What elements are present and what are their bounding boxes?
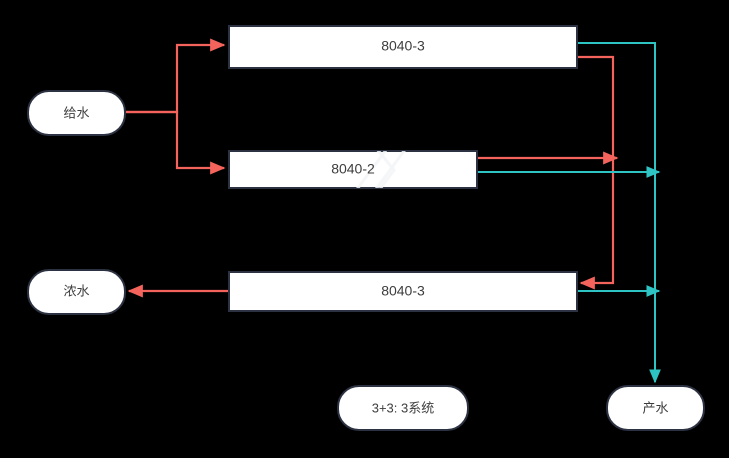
node-feed-label: 给水 [63,105,89,120]
edge-feed-to-vessel-bottom [126,110,226,175]
node-system-caption[interactable]: 3+3: 3系统 [337,385,469,431]
node-vessel-stage1-top[interactable]: 8040-3 [228,25,578,69]
node-vessel-stage1-bottom[interactable]: 8040-2 [228,142,478,200]
node-concentrate-label: 浓水 [63,283,89,298]
node-vessel-stage1-top-label: 8040-3 [381,38,425,54]
node-concentrate[interactable]: 浓水 [27,269,126,315]
node-vessel-stage1-bottom-label: 8040-2 [331,161,375,177]
node-feed[interactable]: 给水 [27,90,126,136]
node-permeate[interactable]: 产水 [606,385,705,431]
edge-vessel-top-concentrate-to-stage2 [578,55,615,290]
node-vessel-stage2-label: 8040-3 [381,283,425,299]
node-permeate-label: 产水 [642,400,668,415]
edge-feed-to-vessel-top [126,38,226,114]
watermark [356,151,406,188]
node-system-caption-label: 3+3: 3系统 [372,400,435,415]
edge-vessel-top-permeate [578,42,661,384]
node-vessel-stage2[interactable]: 8040-3 [228,271,578,312]
